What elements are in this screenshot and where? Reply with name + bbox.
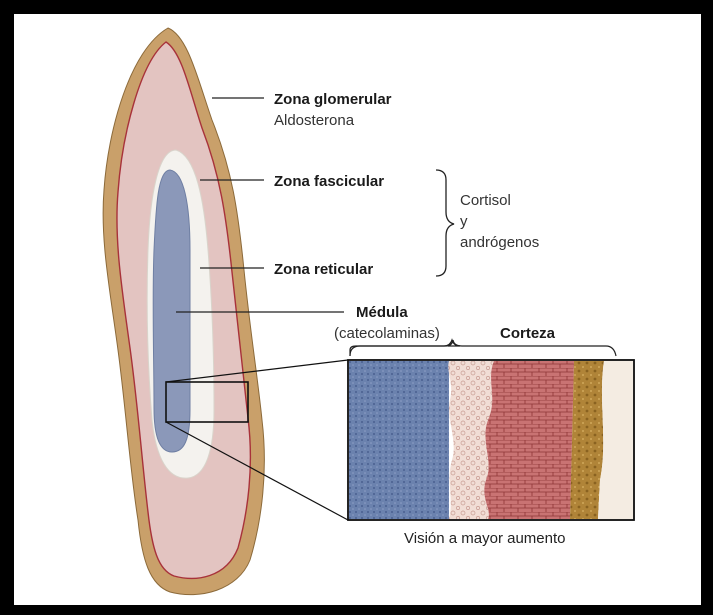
label-y: y (460, 213, 468, 230)
label-cortisol: Cortisol (460, 192, 511, 209)
caption-vision: Visión a mayor aumento (404, 530, 565, 547)
label-corteza: Corteza (500, 325, 556, 342)
medula-region (153, 170, 190, 452)
label-zona-fascicular: Zona fascicular (274, 173, 384, 190)
medula-bracket (350, 340, 460, 356)
medula-tissue (349, 361, 449, 519)
magnified-view (348, 360, 634, 520)
label-aldosterona: Aldosterona (274, 112, 355, 129)
label-medula: Médula (356, 304, 408, 321)
label-androgenos: andrógenos (460, 234, 539, 251)
medula-bracket-left (350, 340, 453, 356)
label-zona-glomerular: Zona glomerular (274, 91, 392, 108)
cortisol-brace (436, 170, 454, 276)
label-catecolaminas: (catecolaminas) (334, 325, 440, 342)
glomerular-tissue (570, 361, 604, 519)
corteza-bracket (453, 340, 616, 356)
fascicular-tissue (484, 361, 574, 519)
label-zona-reticular: Zona reticular (274, 261, 373, 278)
